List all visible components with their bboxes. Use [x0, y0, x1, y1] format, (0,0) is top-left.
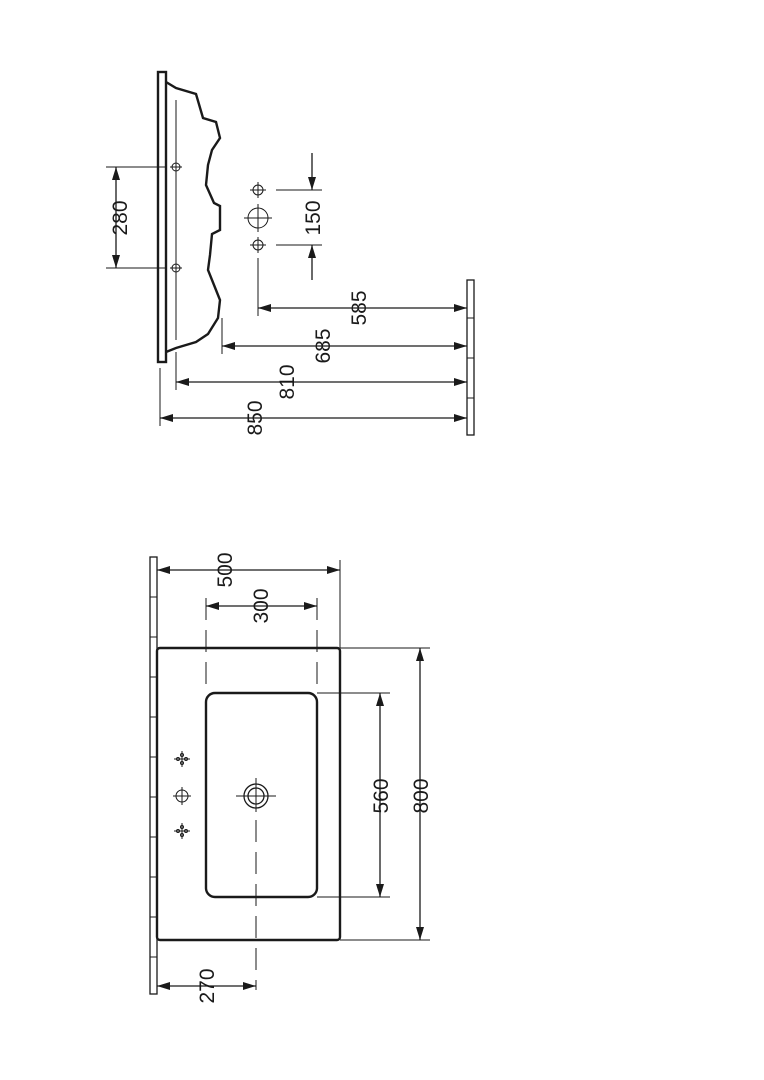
dim-810: 810 — [175, 352, 467, 400]
dim-800: 800 — [340, 647, 433, 941]
dim-label-500: 500 — [214, 552, 237, 587]
drain-icon — [236, 778, 276, 812]
plan-view: 500 300 560 800 — [149, 552, 433, 1004]
tap-hole-top — [174, 751, 190, 767]
dim-label-850: 850 — [244, 400, 267, 435]
dim-560: 560 — [317, 692, 393, 898]
basin-rim-profile — [156, 70, 168, 364]
dim-685: 685 — [221, 318, 467, 364]
basin-outline — [155, 646, 342, 942]
tap-hole-center — [173, 787, 191, 805]
dim-label-280: 280 — [109, 200, 132, 235]
dim-850: 850 — [159, 368, 467, 436]
dim-label-270: 270 — [196, 968, 219, 1003]
dim-label-560: 560 — [370, 778, 393, 813]
basin-body-profile — [165, 80, 222, 354]
dim-150: 150 — [276, 153, 325, 280]
tap-hole-bottom — [174, 823, 190, 839]
dim-label-300: 300 — [250, 588, 273, 623]
dim-label-685: 685 — [312, 328, 335, 363]
dim-label-800: 800 — [410, 778, 433, 813]
dim-280: 280 — [106, 166, 166, 269]
dim-585: 585 — [257, 258, 467, 326]
side-view: 280 150 — [106, 70, 475, 436]
bowl-outline — [204, 691, 319, 899]
dim-label-810: 810 — [276, 364, 299, 399]
dim-300: 300 — [205, 588, 318, 693]
dim-270: 270 — [157, 968, 256, 1004]
tap-hole-marker-upper — [170, 161, 182, 173]
dim-500: 500 — [157, 552, 341, 648]
dim-label-150: 150 — [302, 200, 325, 235]
hole-pattern — [244, 182, 272, 253]
tap-hole-marker-lower — [170, 262, 182, 274]
dim-label-585: 585 — [348, 290, 371, 325]
